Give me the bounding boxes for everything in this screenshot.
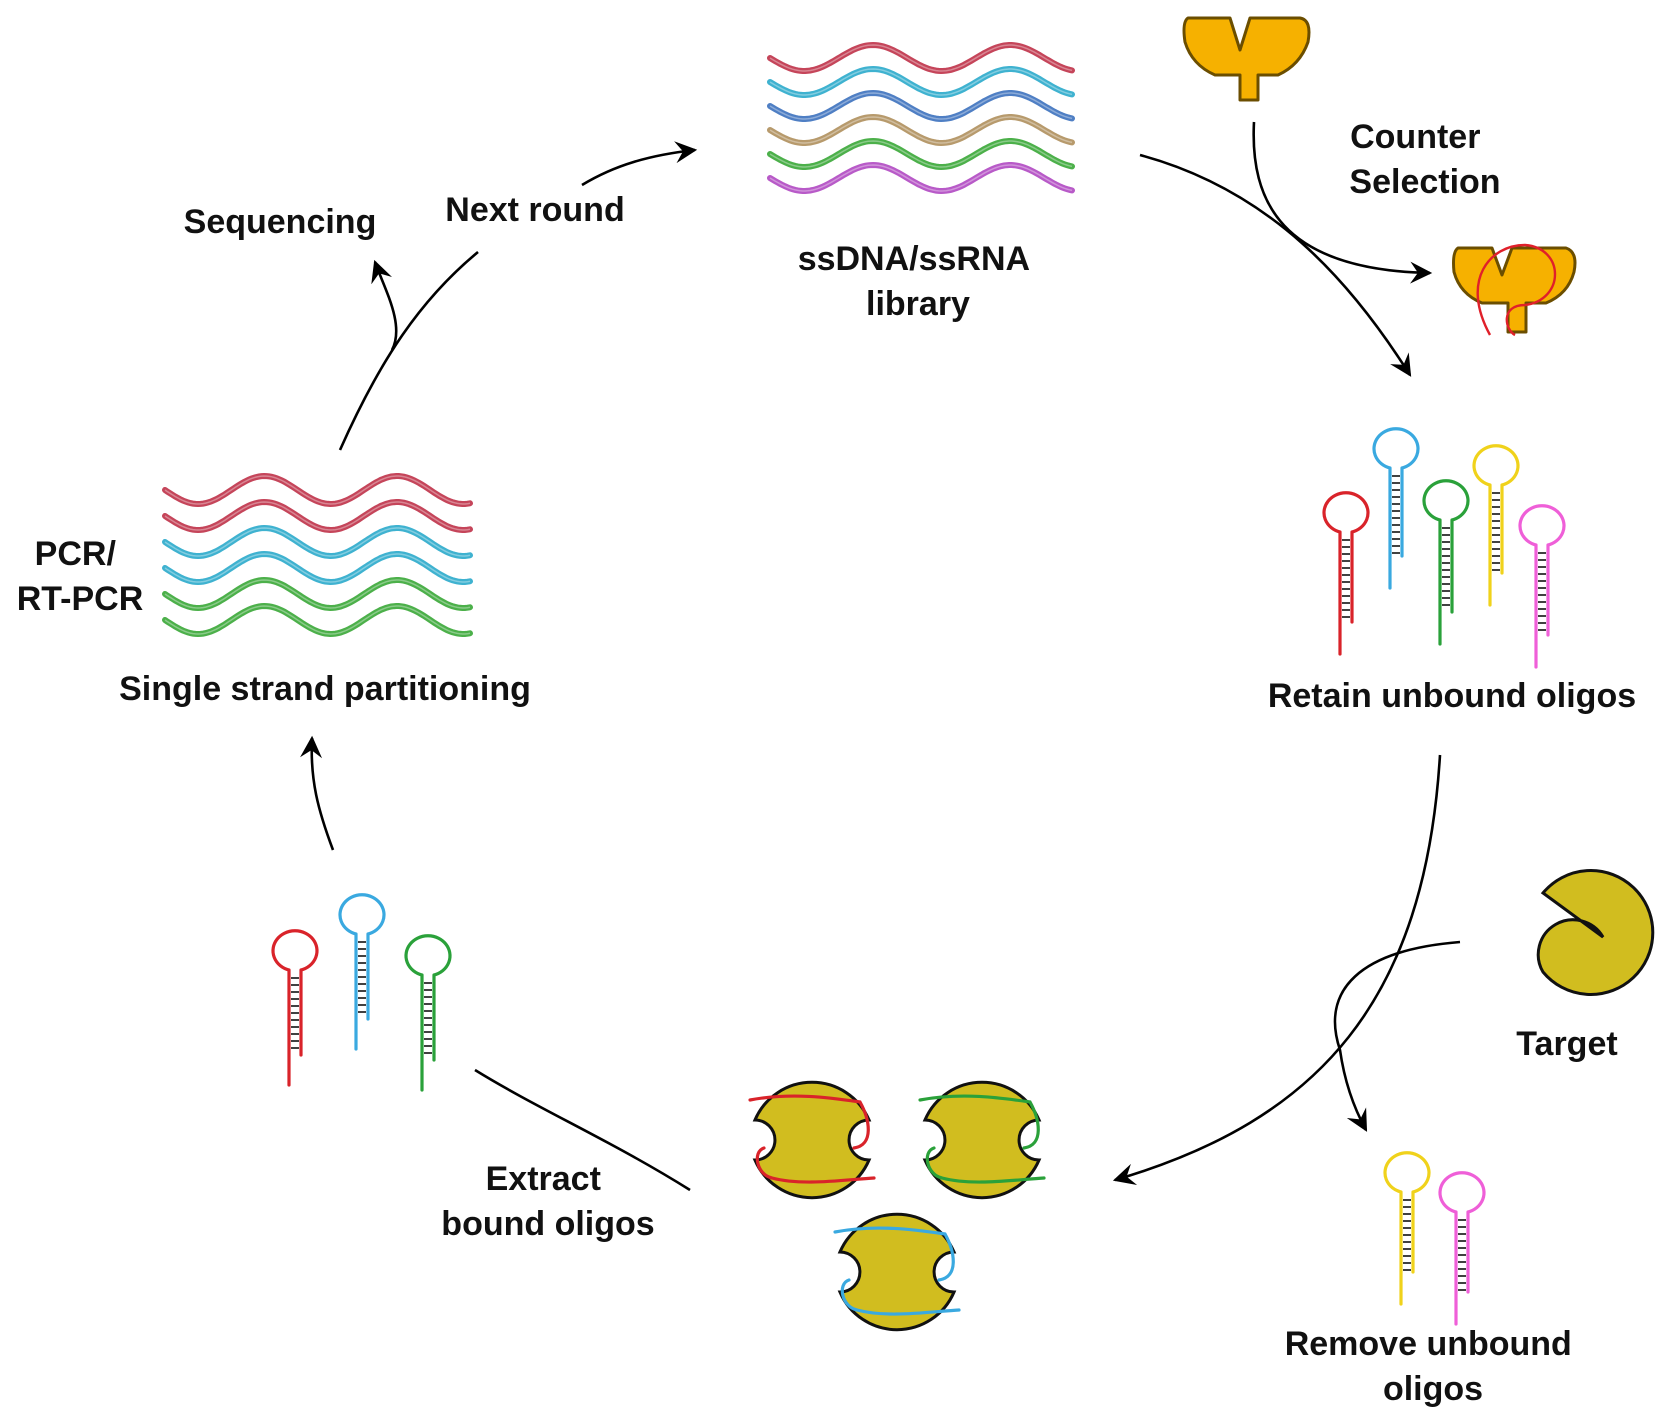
- target-body: [837, 1212, 957, 1332]
- strand-5: [767, 161, 1075, 195]
- strand-highlight-1: [164, 501, 471, 531]
- oligo-loop: [1372, 427, 1420, 470]
- strand-highlight-2: [164, 527, 471, 557]
- target-label: Target: [1516, 1025, 1617, 1063]
- bound-complex-blue: [833, 1212, 961, 1332]
- strand-0: [767, 41, 1075, 75]
- strand-highlight-3: [769, 116, 1073, 144]
- pcr-label: PCR/ RT-PCR: [17, 535, 144, 618]
- strand-1: [767, 65, 1075, 99]
- strand-0: [162, 472, 473, 508]
- arrow-retain-to-bound: [1112, 754, 1442, 1185]
- strand-2: [162, 524, 473, 560]
- remove-oligos: [1383, 1151, 1486, 1326]
- oligo-loop: [1322, 491, 1370, 534]
- arrow-remove-unbound: [1333, 940, 1461, 1132]
- target-body: [922, 1080, 1042, 1200]
- extract-oligos: [271, 893, 452, 1092]
- strand-3: [162, 550, 473, 586]
- arrow-to-partitioning: [300, 735, 335, 851]
- next-round-label: Next round: [445, 191, 624, 229]
- strand-highlight-2: [769, 92, 1073, 120]
- retain-oligo-blue: [1372, 427, 1420, 590]
- bound-oligo-thread: [833, 1226, 961, 1316]
- target-body: [752, 1080, 872, 1200]
- counter-target-icon: [1182, 16, 1311, 102]
- strand-highlight-5: [769, 164, 1073, 192]
- strand-2: [767, 89, 1075, 123]
- extract-oligo-green: [404, 934, 452, 1092]
- partitioning-strands: [162, 472, 473, 638]
- strand-highlight-4: [769, 140, 1073, 168]
- bound-oligo-thread: [918, 1094, 1046, 1184]
- arrow-to-next-round: [338, 250, 479, 451]
- strand-highlight-0: [769, 44, 1073, 72]
- library-strands: [767, 41, 1075, 195]
- strand-5: [162, 602, 473, 638]
- sequencing-label: Sequencing: [184, 203, 377, 241]
- strand-1: [162, 498, 473, 534]
- arrow-extract: [474, 1068, 691, 1192]
- oligo-loop: [1422, 479, 1470, 522]
- bound-complex-green: [918, 1080, 1046, 1200]
- strand-highlight-0: [164, 475, 471, 505]
- strand-highlight-4: [164, 579, 471, 609]
- oligo-loop: [338, 893, 386, 936]
- library-label: ssDNA/ssRNA library: [798, 240, 1039, 323]
- cycle-arrows: [300, 121, 1461, 1192]
- extract-oligo-blue: [338, 893, 386, 1051]
- extract-oligo-red: [271, 929, 319, 1087]
- retain-label: Retain unbound oligos: [1268, 677, 1636, 715]
- counter-target-bound-icon: [1452, 243, 1577, 337]
- strand-highlight-1: [769, 68, 1073, 96]
- counter-selection-label: Counter Selection: [1349, 118, 1500, 201]
- remove-oligo-yellow: [1383, 1151, 1431, 1306]
- partitioning-label: Single strand partitioning: [119, 670, 531, 708]
- bound-oligo-thread: [748, 1094, 876, 1184]
- retain-oligo-yellow: [1472, 444, 1520, 607]
- arrow-library-to-retain: [1139, 153, 1412, 377]
- oligo-loop: [1438, 1171, 1486, 1214]
- strand-highlight-5: [164, 605, 471, 635]
- bound-complexes: [748, 1080, 1046, 1332]
- oligo-loop: [404, 934, 452, 977]
- strand-4: [162, 576, 473, 612]
- arrow-counter-selection: [1252, 121, 1433, 284]
- arrow-to-sequencing: [371, 259, 398, 351]
- remove-label: Remove unbound oligos: [1285, 1325, 1582, 1408]
- oligo-loop: [271, 929, 319, 972]
- retain-oligos: [1322, 427, 1566, 669]
- strand-highlight-3: [164, 553, 471, 583]
- oligo-loop: [1518, 504, 1566, 547]
- strand-3: [767, 113, 1075, 147]
- strand-4: [767, 137, 1075, 171]
- retain-oligo-red: [1322, 491, 1370, 656]
- remove-oligo-pink: [1438, 1171, 1486, 1326]
- arrow-next-round-to-library: [581, 141, 698, 187]
- bound-complex-red: [748, 1080, 876, 1200]
- retain-oligo-green: [1422, 479, 1470, 646]
- target-icon: [1536, 869, 1655, 996]
- extract-label: Extract bound oligos: [441, 1160, 654, 1243]
- oligo-loop: [1383, 1151, 1431, 1194]
- retain-oligo-pink: [1518, 504, 1566, 669]
- oligo-loop: [1472, 444, 1520, 487]
